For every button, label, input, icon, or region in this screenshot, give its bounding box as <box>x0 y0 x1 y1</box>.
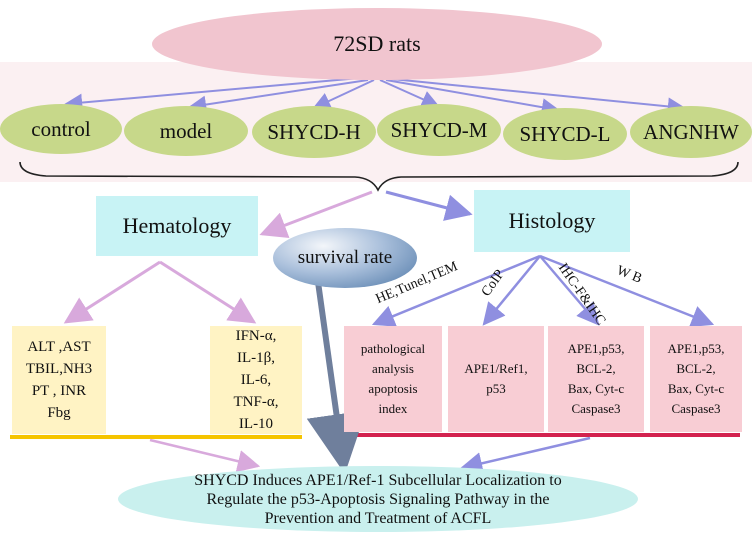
arrow-to-angnhw <box>391 78 686 116</box>
arrow-to-shycd-h <box>312 79 375 110</box>
group-label-shycd-l: SHYCD-L <box>519 121 611 146</box>
source-label: 72SD rats <box>333 31 421 56</box>
arrow-survival-to-conclusion <box>306 281 367 474</box>
group-brace <box>19 161 739 192</box>
liver-function-box: ALT ,AST TBIL,NH3 PT , INR Fbg <box>12 326 106 434</box>
pathology-box: pathological analysis apoptosis index <box>344 326 442 432</box>
coip-text: APE1/Ref1, p53 <box>464 361 528 396</box>
arrow-hematology-to-conclusion <box>149 438 261 473</box>
liver-function-text: ALT ,AST TBIL,NH3 PT , INR Fbg <box>25 339 93 421</box>
group-label-shycd-h: SHYCD-H <box>267 119 361 144</box>
wb-text: APE1,p53, BCL-2, Bax, Cyt-c Caspase3 <box>667 341 725 416</box>
ihc-text: APE1,p53, BCL-2, Bax, Cyt-c Caspase3 <box>567 341 625 416</box>
arrow-to-coip <box>482 255 541 326</box>
group-node-angnhw: ANGNHW <box>630 106 752 158</box>
arrow-to-ihc <box>539 255 600 326</box>
group-node-model: model <box>124 106 248 156</box>
arrow-to-shycd-m <box>379 79 440 108</box>
arrow-histology-to-conclusion <box>459 436 591 475</box>
source-node: 72SD rats <box>152 8 602 80</box>
histology-label: Histology <box>508 208 596 233</box>
wb-box: APE1,p53, BCL-2, Bax, Cyt-c Caspase3 <box>650 326 742 432</box>
hematology-box: Hematology <box>96 196 258 256</box>
conclusion-text: SHYCD Induces APE1/Ref-1 Subcellular Loc… <box>194 471 562 527</box>
group-node-shycd-m: SHYCD-M <box>377 104 501 156</box>
arrow-to-hematology <box>259 190 373 238</box>
arrow-to-shycd-l <box>385 79 560 117</box>
group-label-control: control <box>31 116 91 141</box>
histology-box: Histology <box>474 190 630 252</box>
group-node-shycd-h: SHYCD-H <box>252 106 376 158</box>
group-label-angnhw: ANGNHW <box>643 119 739 144</box>
ihc-box: APE1,p53, BCL-2, Bax, Cyt-c Caspase3 <box>548 326 644 432</box>
conclusion-node: SHYCD Induces APE1/Ref-1 Subcellular Loc… <box>118 466 638 532</box>
hematology-label: Hematology <box>122 213 232 238</box>
arrow-to-histology <box>385 190 473 221</box>
arrow-to-pathology <box>371 254 541 327</box>
group-label-shycd-m: SHYCD-M <box>390 117 488 142</box>
coip-box: APE1/Ref1, p53 <box>448 326 544 432</box>
survival-rate-node: survival rate <box>273 228 417 288</box>
arrow-to-cytokines <box>159 260 257 324</box>
arrow-to-wb <box>539 254 715 328</box>
cytokine-box: IFN-α, IL-1β, IL-6, TNF-α, IL-10 <box>210 326 302 434</box>
group-node-control: control <box>0 104 122 154</box>
survival-rate-label: survival rate <box>297 247 393 268</box>
pathology-text: pathological analysis apoptosis index <box>360 341 426 416</box>
group-label-model: model <box>159 118 213 143</box>
arrow-to-control <box>64 77 361 112</box>
group-node-shycd-l: SHYCD-L <box>503 108 627 160</box>
background-band <box>0 62 752 182</box>
cytokine-text: IFN-α, IL-1β, IL-6, TNF-α, IL-10 <box>233 328 279 432</box>
arrow-to-liver-function <box>63 260 161 324</box>
arrow-to-model <box>188 79 369 114</box>
